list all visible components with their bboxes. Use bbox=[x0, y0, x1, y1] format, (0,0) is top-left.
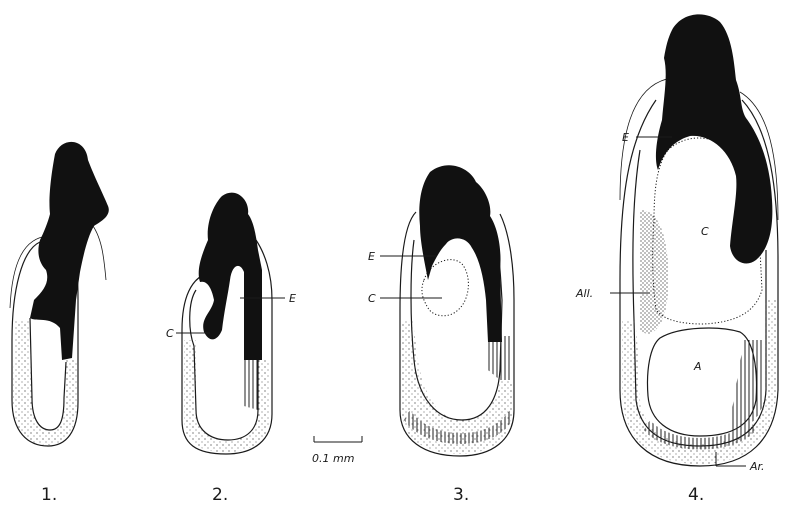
label-e: E bbox=[622, 131, 629, 144]
trophoblast-mass bbox=[656, 14, 772, 263]
label-c: C bbox=[368, 292, 376, 305]
scale-bar: 0.1 mm bbox=[312, 436, 362, 465]
label-all: All. bbox=[575, 287, 593, 300]
trophectoderm-band bbox=[488, 336, 512, 380]
trophectoderm-band bbox=[244, 360, 258, 410]
label-ar: Ar. bbox=[749, 460, 765, 473]
chorion-fold-right bbox=[90, 222, 106, 280]
embryo-stage-4: E C All. A Ar. 4. bbox=[575, 14, 778, 505]
figure-number-3: 3. bbox=[453, 485, 469, 505]
embryo-stage-3: E C 3. bbox=[368, 165, 514, 505]
label-e: E bbox=[368, 250, 375, 263]
figure-number-2: 2. bbox=[212, 485, 228, 505]
label-a: A bbox=[693, 360, 702, 373]
allantois-stipple bbox=[640, 210, 668, 334]
figure-number-4: 4. bbox=[688, 485, 704, 505]
trophoblast-mass bbox=[199, 193, 262, 360]
trophoblast-mass bbox=[30, 142, 109, 360]
embryo-stage-2: C E 2. bbox=[166, 193, 296, 505]
trophoblast-mass bbox=[419, 165, 502, 342]
label-e: E bbox=[289, 292, 296, 305]
label-c: C bbox=[166, 327, 174, 340]
scale-bar-label: 0.1 mm bbox=[312, 452, 354, 465]
label-c: C bbox=[701, 225, 709, 238]
embryo-stage-1: 1. bbox=[10, 142, 109, 505]
figure-number-1: 1. bbox=[41, 485, 57, 505]
